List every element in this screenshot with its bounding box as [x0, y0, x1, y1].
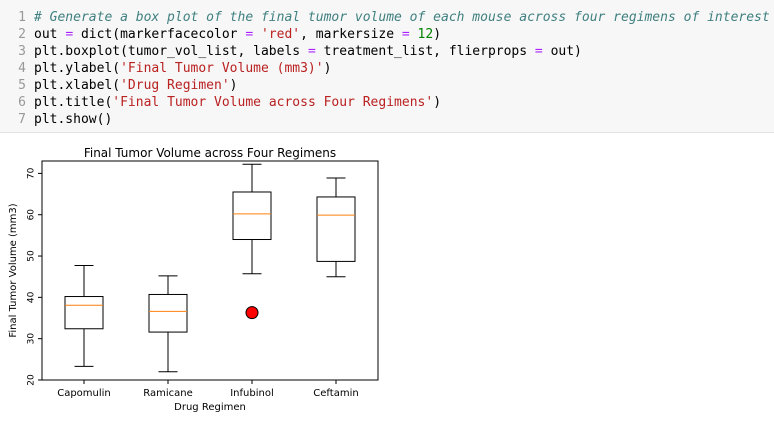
- code-token: plt.xlabel(: [34, 78, 121, 93]
- code-cell[interactable]: 1 # Generate a box plot of the final tumo…: [0, 0, 774, 133]
- line-number: 6: [18, 95, 26, 110]
- code-token: 12: [417, 27, 434, 42]
- code-token: out: [34, 27, 66, 42]
- code-token: =: [307, 44, 316, 59]
- code-token: plt.title(: [34, 95, 113, 110]
- x-tick-label: Infubinol: [230, 388, 274, 399]
- code-token: 'Drug Regimen': [120, 78, 230, 93]
- code-token: dict(markerfacecolor: [73, 27, 246, 42]
- code-token: plt.boxplot(tumor_vol_list, labels: [34, 44, 308, 59]
- line-number: 5: [18, 78, 26, 93]
- boxplot-figure: Final Tumor Volume across Four Regimens …: [8, 146, 379, 413]
- line-number: 3: [18, 44, 26, 59]
- code-token: =: [65, 27, 74, 42]
- line-number: 1: [18, 10, 26, 25]
- code-token: 'red': [260, 27, 301, 42]
- code-token: 'Final Tumor Volume across Four Regimens…: [112, 95, 434, 110]
- box-ramicane: [148, 275, 188, 373]
- y-tick-label: 30: [27, 333, 37, 345]
- y-tick-label: 50: [27, 250, 37, 262]
- code-token: 'Final Tumor Volume (mm3)': [120, 61, 324, 76]
- code-token: treatment_list, flierprops: [315, 44, 535, 59]
- code-token: ): [229, 78, 238, 93]
- x-tick-label: Ceftamin: [313, 388, 358, 399]
- line-number: 7: [18, 112, 26, 127]
- code-token: =: [245, 27, 254, 42]
- code-token: ): [433, 27, 442, 42]
- chart-title: Final Tumor Volume across Four Regimens: [84, 146, 336, 160]
- iqr-box: [316, 196, 356, 262]
- code-token: =: [534, 44, 543, 59]
- cell-output: Final Tumor Volume across Four Regimens …: [0, 133, 774, 437]
- box-infubinol: [232, 163, 272, 320]
- code-line[interactable]: 6 plt.title('Final Tumor Volume across Fo…: [0, 94, 441, 111]
- code-line[interactable]: 2 out = dict(markerfacecolor = 'red', mar…: [0, 26, 441, 43]
- code-token: out): [542, 44, 582, 59]
- y-tick-label: 70: [27, 167, 37, 179]
- y-tick-label: 60: [27, 209, 37, 221]
- y-tick-label: 40: [27, 291, 37, 303]
- code-line[interactable]: 1 # Generate a box plot of the final tumo…: [0, 9, 770, 26]
- code-line[interactable]: 5 plt.xlabel('Drug Regimen'): [0, 77, 238, 94]
- code-token: [410, 27, 418, 42]
- box-series: [64, 163, 356, 373]
- code-token: plt.show(): [34, 112, 113, 127]
- code-token: # Generate a box plot of the final tumor…: [34, 10, 770, 25]
- x-tick-label: Capomulin: [57, 388, 111, 399]
- box-ceftamin: [316, 177, 356, 278]
- code-token: ): [323, 61, 332, 76]
- x-axis-label: Drug Regimen: [174, 402, 246, 413]
- outlier-point: [245, 306, 259, 320]
- y-axis-label: Final Tumor Volume (mm3): [8, 203, 19, 337]
- plot-area: [41, 160, 379, 381]
- code-token: ): [433, 95, 442, 110]
- line-number: 4: [18, 61, 26, 76]
- code-token: plt.ylabel(: [34, 61, 121, 76]
- iqr-box: [232, 191, 272, 241]
- code-line[interactable]: 3 plt.boxplot(tumor_vol_list, labels = tr…: [0, 43, 582, 60]
- iqr-box: [64, 296, 104, 330]
- iqr-box: [148, 293, 188, 333]
- y-tick-label: 20: [27, 374, 37, 386]
- code-line[interactable]: 7 plt.show(): [0, 111, 112, 128]
- code-token: =: [401, 27, 410, 42]
- code-token: [253, 27, 261, 42]
- box-capomulin: [64, 265, 104, 367]
- line-number: 2: [18, 27, 26, 42]
- code-line[interactable]: 4 plt.ylabel('Final Tumor Volume (mm3)'): [0, 60, 331, 77]
- x-tick-label: Ramicane: [143, 388, 193, 399]
- code-token: , markersize: [300, 27, 402, 42]
